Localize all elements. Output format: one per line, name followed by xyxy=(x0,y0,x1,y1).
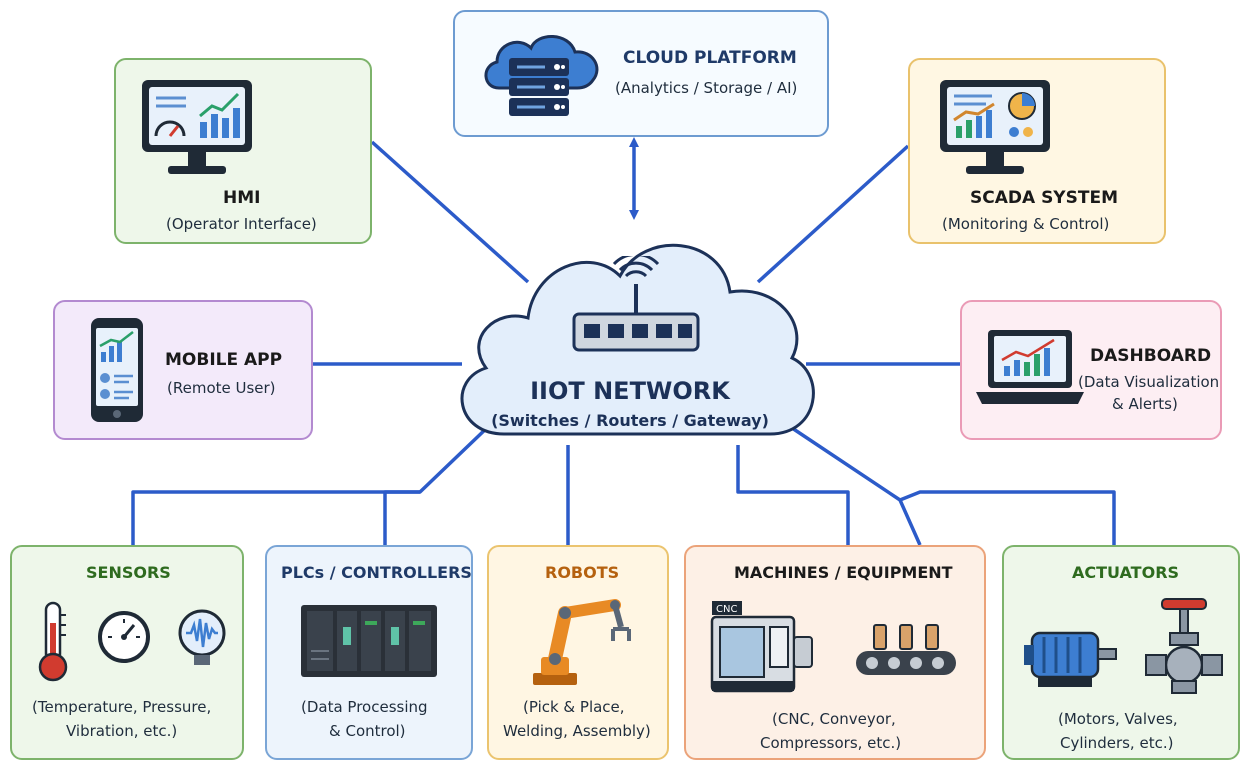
machines-title: MACHINES / EQUIPMENT xyxy=(734,563,953,582)
iiot-network-hub: IIOT NETWORK (Switches / Routers / Gatew… xyxy=(430,228,830,446)
mobile-title: MOBILE APP xyxy=(165,350,283,370)
robot-arm-icon xyxy=(533,599,631,685)
plc-rack-icon xyxy=(301,605,437,677)
machines-subtitle-line2: Compressors, etc.) xyxy=(760,734,902,752)
smartphone-icon xyxy=(91,318,143,422)
motor-icon xyxy=(1024,631,1117,687)
robots-subtitle-line1: (Pick & Place, xyxy=(523,698,625,716)
scada-subtitle: (Monitoring & Control) xyxy=(942,215,1110,233)
link-scada xyxy=(756,144,910,284)
monitor-chart-icon xyxy=(940,80,1050,174)
cloud-title: CLOUD PLATFORM xyxy=(623,48,797,68)
thermometer-icon xyxy=(38,601,68,682)
valve-icon xyxy=(1145,598,1223,694)
cnc-label: CNC xyxy=(716,604,737,615)
dashboard-node: DASHBOARD (Data Visualization & Alerts) xyxy=(960,300,1222,440)
sensors-subtitle-line2: Vibration, etc.) xyxy=(66,722,178,740)
scada-node: SCADA SYSTEM (Monitoring & Control) xyxy=(908,58,1166,244)
plcs-subtitle-line1: (Data Processing xyxy=(301,698,428,716)
mobile-app-node: MOBILE APP (Remote User) xyxy=(53,300,313,440)
robots-subtitle-line2: Welding, Assembly) xyxy=(503,722,651,740)
dashboard-subtitle-line2: & Alerts) xyxy=(1112,395,1178,413)
link-hmi xyxy=(370,140,530,284)
robots-title: ROBOTS xyxy=(545,563,620,582)
sensors-title: SENSORS xyxy=(86,563,171,582)
link-sensors xyxy=(131,423,492,545)
conveyor-icon xyxy=(856,624,956,675)
link-machines xyxy=(736,445,850,545)
robots-node: ROBOTS (Pick & Place, Welding, Assembly) xyxy=(487,545,669,760)
machines-node: MACHINES / EQUIPMENT CNC (CNC, Conveyor,… xyxy=(684,545,986,760)
hmi-title: HMI xyxy=(223,188,261,208)
mobile-subtitle: (Remote User) xyxy=(167,379,276,397)
hub-title: IIOT NETWORK xyxy=(530,377,730,405)
link-actuators xyxy=(899,490,1116,545)
sensors-subtitle-line1: (Temperature, Pressure, xyxy=(32,698,212,716)
laptop-chart-icon xyxy=(976,330,1084,404)
pressure-gauge-icon xyxy=(98,611,150,663)
sensors-node: SENSORS (Temperature, Pressure, Vibratio… xyxy=(10,545,244,760)
link-plcs xyxy=(383,490,420,545)
router-icon xyxy=(572,256,700,352)
dashboard-title: DASHBOARD xyxy=(1090,346,1212,366)
vibration-sensor-icon xyxy=(178,609,226,665)
cnc-machine-icon: CNC xyxy=(710,601,813,693)
hmi-subtitle: (Operator Interface) xyxy=(166,215,317,233)
actuators-subtitle-line1: (Motors, Valves, xyxy=(1058,710,1178,728)
hub-subtitle: (Switches / Routers / Gateway) xyxy=(491,411,769,430)
hmi-node: HMI (Operator Interface) xyxy=(114,58,372,244)
plcs-subtitle-line2: & Control) xyxy=(329,722,406,740)
cloud-server-icon xyxy=(484,35,599,116)
plcs-node: PLCs / CONTROLLERS (Data Processing & Co… xyxy=(265,545,473,760)
actuators-subtitle-line2: Cylinders, etc.) xyxy=(1060,734,1174,752)
cloud-subtitle: (Analytics / Storage / AI) xyxy=(615,79,798,97)
actuators-node: ACTUATORS (Motors, Valves, Cylinders, et… xyxy=(1002,545,1240,760)
scada-title: SCADA SYSTEM xyxy=(970,188,1118,208)
plcs-title: PLCs / CONTROLLERS xyxy=(281,563,472,582)
dashboard-subtitle-line1: (Data Visualization xyxy=(1078,373,1220,391)
actuators-title: ACTUATORS xyxy=(1072,563,1180,582)
monitor-gauge-icon xyxy=(142,80,252,174)
machines-subtitle-line1: (CNC, Conveyor, xyxy=(772,710,896,728)
cloud-platform-node: CLOUD PLATFORM (Analytics / Storage / AI… xyxy=(453,10,829,137)
